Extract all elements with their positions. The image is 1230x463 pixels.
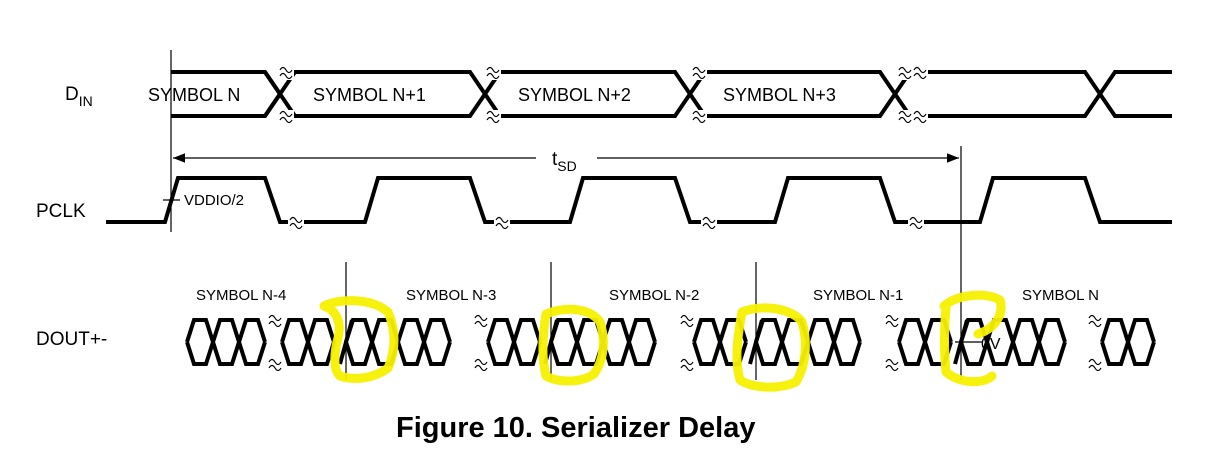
break-mask <box>679 358 695 372</box>
dout-symbol-label: SYMBOL N-3 <box>406 287 496 304</box>
break-symbol <box>486 110 500 124</box>
break-symbol <box>702 216 716 230</box>
highlight-mark <box>538 304 608 386</box>
din-symbol-label: SYMBOL N <box>148 85 240 105</box>
break-symbol <box>289 216 303 230</box>
break-symbol <box>474 314 488 328</box>
break-symbol <box>486 66 500 80</box>
break-mask <box>485 110 501 124</box>
break-mask <box>691 110 707 124</box>
dout-threshold-label: 0V <box>981 336 1001 353</box>
break-mask <box>701 216 717 230</box>
break-mask <box>908 216 924 230</box>
break-mask <box>267 314 283 328</box>
highlight-mark <box>939 290 1006 386</box>
break-symbol <box>898 110 912 124</box>
din-symbol-label: SYMBOL N+2 <box>518 85 631 105</box>
break-mask <box>473 314 489 328</box>
break-mask <box>1087 358 1103 372</box>
break-symbol <box>913 110 927 124</box>
dout-serial-waveform <box>185 318 1156 366</box>
break-mask <box>278 66 294 80</box>
pclk-threshold-label: VDDIO/2 <box>184 192 244 209</box>
din-symbol-label: SYMBOL N+3 <box>723 85 836 105</box>
break-symbol <box>898 66 912 80</box>
break-mask <box>691 66 707 80</box>
break-symbol <box>913 66 927 80</box>
dout-transition <box>748 319 764 365</box>
tsd-label: tSD <box>552 149 577 174</box>
break-mask <box>267 358 283 372</box>
dout-eye-segment <box>185 318 267 366</box>
break-mask <box>494 216 510 230</box>
break-symbol <box>680 358 694 372</box>
dout-signal-label: DOUT+- <box>36 329 107 350</box>
break-mask <box>897 66 913 80</box>
break-mask <box>473 358 489 372</box>
break-mask <box>912 110 928 124</box>
pclk-waveform <box>106 176 1172 224</box>
break-mask <box>679 314 695 328</box>
dout-symbol-label: SYMBOL N-2 <box>609 287 699 304</box>
break-symbol <box>268 358 282 372</box>
break-symbol <box>885 314 899 328</box>
break-mask <box>884 358 900 372</box>
dout-break-marks <box>267 314 1103 372</box>
break-mask <box>897 110 913 124</box>
dout-eye-segment <box>486 318 542 366</box>
dout-symbol-label: SYMBOL N <box>1022 287 1099 304</box>
break-mask <box>884 314 900 328</box>
break-symbol <box>1088 358 1102 372</box>
break-symbol <box>279 66 293 80</box>
break-symbol <box>279 110 293 124</box>
pclk-break-marks <box>288 216 924 230</box>
dout-eye-segment <box>549 318 657 366</box>
din-signal-label: DIN <box>65 84 93 109</box>
break-symbol <box>680 314 694 328</box>
din-symbol-label: SYMBOL N+1 <box>313 85 426 105</box>
break-symbol <box>268 314 282 328</box>
dout-transition <box>338 319 354 365</box>
break-symbol <box>692 66 706 80</box>
dout-symbol-label: SYMBOL N-1 <box>813 287 903 304</box>
break-symbol <box>474 358 488 372</box>
highlight-mark <box>319 296 399 383</box>
din-break-marks <box>278 66 928 124</box>
dout-eye-segment <box>1100 318 1156 366</box>
break-mask <box>288 216 304 230</box>
dout-eye-segment <box>897 318 953 366</box>
figure-caption: Figure 10. Serializer Delay <box>396 412 755 444</box>
break-symbol <box>885 358 899 372</box>
break-symbol <box>1088 314 1102 328</box>
break-symbol <box>909 216 923 230</box>
break-mask <box>278 110 294 124</box>
break-symbol <box>495 216 509 230</box>
break-mask <box>1087 314 1103 328</box>
break-mask <box>485 66 501 80</box>
break-symbol <box>692 110 706 124</box>
break-mask <box>912 66 928 80</box>
pclk-signal-label: PCLK <box>36 201 86 222</box>
dout-eye-segment <box>692 318 748 366</box>
dout-eye-segment <box>280 318 336 366</box>
highlight-mark <box>732 303 810 392</box>
dout-symbol-label: SYMBOL N-4 <box>196 287 286 304</box>
